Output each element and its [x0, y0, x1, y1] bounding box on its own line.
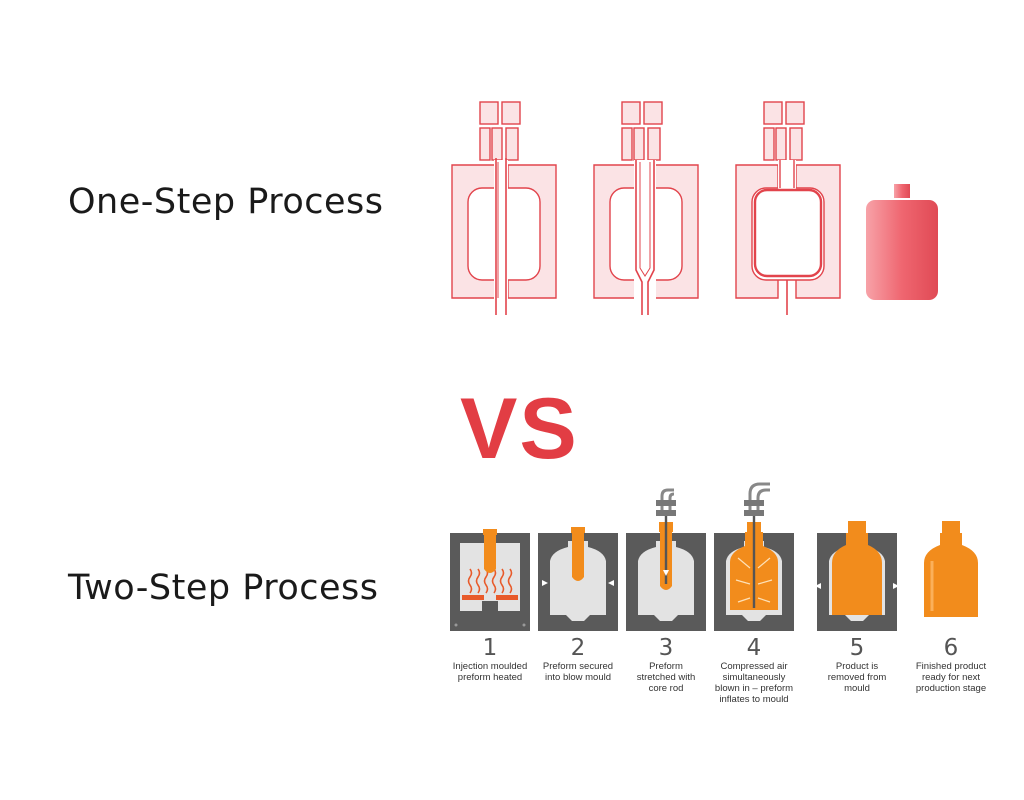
one-step-stage-2 [593, 101, 699, 320]
one-step-process-title: One-Step Process [68, 182, 384, 222]
step-caption: Injection moulded preform heated [452, 661, 528, 683]
step-number: 6 [943, 635, 959, 661]
two-step-stage-5 [815, 521, 899, 631]
step-caption: Compressed air simultaneously blown in –… [714, 661, 794, 705]
step-caption: Finished product ready for next producti… [915, 661, 987, 694]
step-6: 6 Finished product ready for next produc… [901, 635, 1001, 694]
one-step-bottle [866, 184, 938, 300]
step-caption: Product is removed from mould [827, 661, 887, 694]
step-1: 1 Injection moulded preform heated [445, 635, 535, 683]
vs-label: VS [460, 381, 579, 477]
step-5: 5 Product is removed from mould [812, 635, 902, 694]
two-step-stage-6 [924, 521, 978, 617]
step-2: 2 Preform secured into blow mould [533, 635, 623, 683]
step-caption: Preform stretched with core rod [636, 661, 696, 694]
two-step-process-title: Two-Step Process [68, 568, 379, 608]
step-number: 1 [482, 635, 498, 661]
two-step-stage-2 [538, 527, 618, 631]
step-number: 4 [746, 635, 762, 661]
two-step-stage-3 [626, 488, 706, 631]
one-step-stage-3 [735, 101, 841, 315]
one-step-stage-1 [451, 101, 557, 320]
step-3: 3 Preform stretched with core rod [621, 635, 711, 694]
step-caption: Preform secured into blow mould [542, 661, 614, 683]
step-number: 2 [570, 635, 586, 661]
two-step-stage-4 [714, 482, 794, 631]
step-4: 4 Compressed air simultaneously blown in… [709, 635, 799, 705]
step-number: 5 [849, 635, 865, 661]
step-number: 3 [658, 635, 674, 661]
two-step-stage-1 [450, 529, 530, 631]
